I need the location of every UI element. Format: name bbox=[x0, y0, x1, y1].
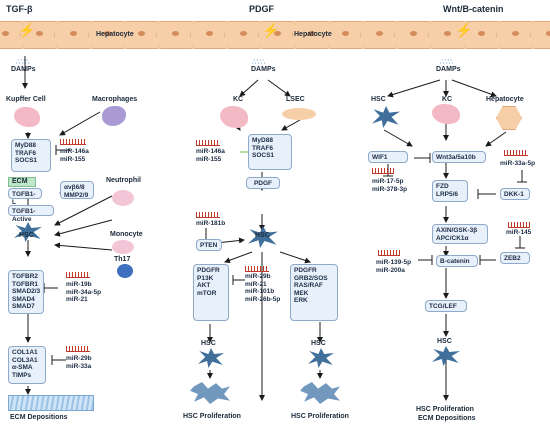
lightning-icon: ⚡ bbox=[262, 22, 280, 38]
damps-label: DAMPs bbox=[251, 66, 276, 73]
pdgf-box: PDGF bbox=[246, 177, 280, 189]
microrna-icon bbox=[245, 266, 269, 272]
neutrophil-label: Neutrophil bbox=[106, 177, 141, 184]
title-pdgf: PDGF bbox=[249, 4, 275, 14]
b-catenin-box: B-catenin bbox=[436, 255, 478, 267]
mir-181b: miR-181b bbox=[196, 220, 226, 227]
wnt-ligand-box: Wnt3a/5a10b bbox=[432, 151, 486, 163]
damps-label: DAMPs bbox=[436, 66, 461, 73]
damps-particles-icon: ∴∵∴ bbox=[16, 59, 30, 66]
wif1-box: WIF1 bbox=[368, 151, 408, 163]
th17-icon bbox=[117, 264, 133, 278]
mir-33a-5p: miR-33a-5p bbox=[500, 160, 536, 167]
microrna-icon bbox=[508, 222, 530, 228]
dkk1-box: DKK-1 bbox=[500, 188, 530, 200]
tgfb1-latent-box: TGFB1-L bbox=[8, 188, 42, 206]
title-tgf-beta: TGF-β bbox=[6, 4, 33, 14]
ecm-icon bbox=[8, 177, 36, 187]
hepatocyte-cell-icon bbox=[326, 21, 366, 49]
kc-icon bbox=[220, 106, 248, 128]
hepatocyte-label: Hepatocyte bbox=[486, 96, 524, 103]
hsc-label: HSC bbox=[201, 340, 216, 347]
hepatocyte-cell-icon bbox=[20, 21, 60, 49]
hsc-cluster-icon bbox=[300, 382, 340, 404]
hepatocyte-cell-icon bbox=[156, 21, 196, 49]
kc-label: KC bbox=[442, 96, 453, 103]
kupffer-cell-icon bbox=[14, 107, 40, 127]
ecm-depositions-label: ECM Depositions bbox=[10, 414, 68, 421]
hepatocyte-cell-icon bbox=[258, 21, 298, 49]
hsc-proliferation-label: HSC Proliferation bbox=[291, 413, 349, 420]
hepatocyte-label-mid: Hepatocyte bbox=[294, 31, 332, 38]
kupffer-cell-label: Kupffer Cell bbox=[6, 96, 46, 103]
hepatocyte-cell-icon bbox=[462, 21, 502, 49]
monocyte-label: Monocyte bbox=[110, 231, 143, 238]
ecm-label: ECM bbox=[12, 178, 28, 185]
lightning-icon: ⚡ bbox=[18, 22, 36, 38]
lsec-label: LSEC bbox=[286, 96, 305, 103]
ecm-depositions-label: ECM Depositions bbox=[418, 415, 476, 422]
damps-particles-icon: ∴∵∴ bbox=[252, 59, 266, 66]
monocyte-icon bbox=[112, 240, 134, 254]
hsc-proliferation-label: HSC Proliferation bbox=[183, 413, 241, 420]
tcf-lef-box: TCG/LEF bbox=[425, 300, 467, 312]
damps-particles-icon: ∴∵∴ bbox=[440, 59, 454, 66]
hsc-label: HSC bbox=[255, 232, 270, 239]
ecm-fibers-icon bbox=[8, 395, 94, 411]
zeb2-box: ZEB2 bbox=[500, 252, 530, 264]
kc-icon bbox=[432, 104, 460, 124]
microrna-icon bbox=[66, 346, 90, 352]
lightning-icon: ⚡ bbox=[455, 22, 473, 38]
hepatocyte-cell-icon bbox=[190, 21, 230, 49]
hepatocyte-cell-icon bbox=[292, 21, 332, 49]
th17-label: Th17 bbox=[114, 256, 131, 263]
macrophages-label: Macrophages bbox=[92, 96, 138, 103]
hepatocyte-label-left: Hepatocyte bbox=[96, 31, 134, 38]
macrophage-icon bbox=[102, 106, 126, 126]
neutrophil-icon bbox=[112, 190, 134, 206]
hsc-proliferation-label: HSC Proliferation bbox=[416, 406, 474, 413]
microrna-icon bbox=[196, 140, 220, 146]
tgfb1-active-box: TGFB1-Active bbox=[8, 205, 54, 223]
hepatocyte-cell-icon bbox=[394, 21, 434, 49]
title-wnt: Wnt/B-catenin bbox=[443, 4, 504, 14]
microrna-icon bbox=[378, 250, 400, 256]
microrna-icon bbox=[60, 139, 86, 145]
hsc-label: HSC bbox=[437, 338, 452, 345]
microrna-icon bbox=[504, 150, 528, 156]
mir-145: miR-145 bbox=[506, 229, 532, 236]
microrna-icon bbox=[196, 212, 220, 218]
hsc-label: HSC bbox=[311, 340, 326, 347]
microrna-icon bbox=[66, 272, 90, 278]
hepatocyte-cell-icon bbox=[496, 21, 536, 49]
hepatocyte-cell-icon bbox=[54, 21, 94, 49]
hepatocyte-cell-icon bbox=[530, 21, 550, 49]
kc-label: KC bbox=[233, 96, 244, 103]
damps-label: DAMPs bbox=[11, 66, 36, 73]
hsc-cluster-icon bbox=[190, 382, 230, 404]
pten-box: PTEN bbox=[196, 239, 222, 251]
microrna-icon bbox=[372, 168, 394, 174]
lsec-icon bbox=[282, 108, 316, 120]
hepatocyte-cell-icon bbox=[428, 21, 468, 49]
hsc-label: HSC bbox=[371, 96, 386, 103]
hsc-label: HSC bbox=[19, 232, 34, 239]
